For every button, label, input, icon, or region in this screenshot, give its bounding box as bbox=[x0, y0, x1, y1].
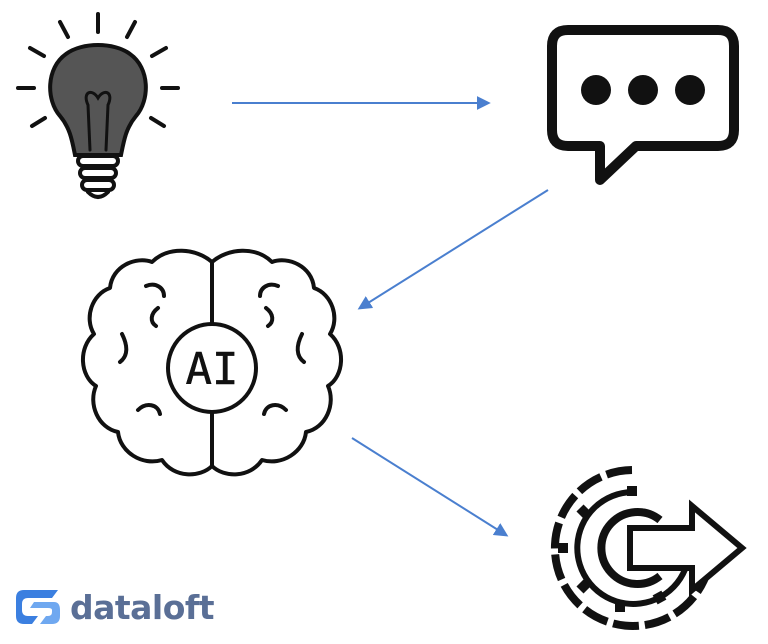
arrow-ai-to-output bbox=[351, 437, 509, 537]
brand-name: dataloft bbox=[70, 587, 215, 627]
speech-bubble-icon bbox=[547, 25, 739, 185]
dataloft-logo-icon bbox=[16, 590, 60, 624]
brand-logo: dataloft bbox=[14, 587, 215, 627]
brain-ai-icon bbox=[80, 248, 344, 477]
gear-export-icon bbox=[550, 466, 747, 630]
ai-label: AI bbox=[186, 344, 239, 395]
arrow-chat-to-ai bbox=[357, 189, 549, 310]
lightbulb-icon bbox=[16, 12, 180, 199]
